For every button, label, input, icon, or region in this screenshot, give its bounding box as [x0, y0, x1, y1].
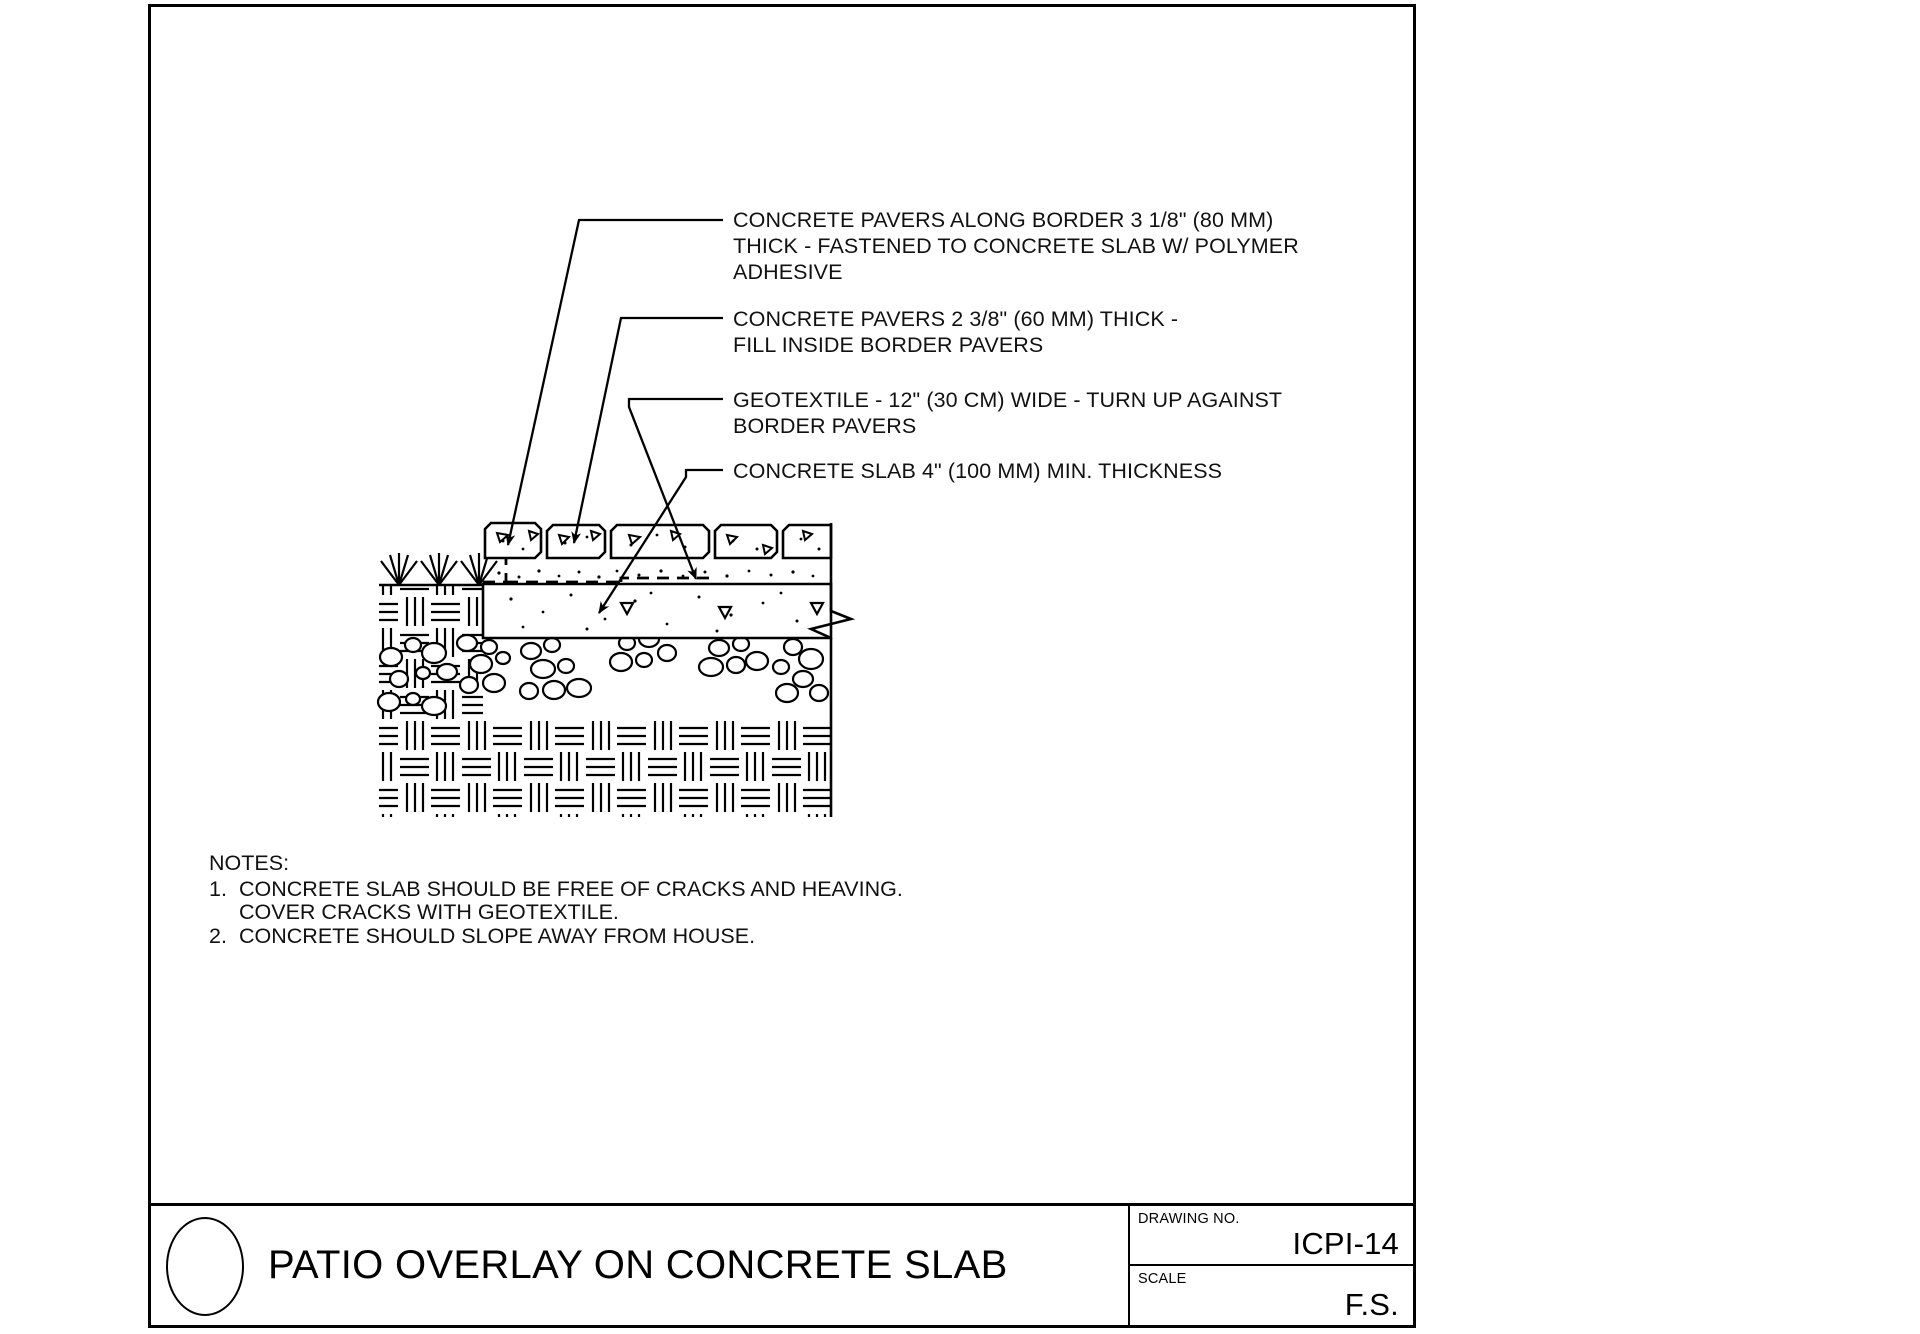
callout-field-pavers: CONCRETE PAVERS 2 3/8" (60 MM) THICK - F… — [733, 307, 1179, 357]
title-block: PATIO OVERLAY ON CONCRETE SLAB DRAWING N… — [151, 1203, 1413, 1325]
drawing-number-cell: DRAWING NO. ICPI-14 — [1130, 1206, 1413, 1266]
scale-label: SCALE — [1138, 1270, 1187, 1287]
field-paver — [713, 523, 779, 560]
leader-lines — [505, 218, 723, 614]
drawing-sheet: CONCRETE PAVERS ALONG BORDER 3 1/8" (80 … — [148, 4, 1416, 1328]
logo-ellipse-icon — [166, 1217, 244, 1316]
note-item: 2. CONCRETE SHOULD SLOPE AWAY FROM HOUSE… — [209, 923, 903, 949]
callout-border-pavers: CONCRETE PAVERS ALONG BORDER 3 1/8" (80 … — [733, 208, 1299, 284]
note-number: 1. — [209, 876, 227, 901]
grass-symbols — [379, 553, 499, 587]
drawing-number-value: ICPI-14 — [1292, 1225, 1399, 1261]
note-number: 2. — [209, 923, 227, 948]
leader-concrete-slab — [598, 468, 723, 614]
leader-border-pavers — [505, 218, 723, 546]
callout-concrete-slab: CONCRETE SLAB 4" (100 MM) MIN. THICKNESS — [733, 459, 1223, 483]
bedding-sand-speckle — [497, 569, 815, 579]
lower-subgrade-hatch — [379, 719, 831, 817]
paver-aggregate-marks — [495, 529, 814, 556]
title-block-left: PATIO OVERLAY ON CONCRETE SLAB — [151, 1206, 1128, 1325]
drawing-number-label: DRAWING NO. — [1138, 1211, 1240, 1227]
note-text: CONCRETE SLAB SHOULD BE FREE OF CRACKS A… — [239, 876, 903, 901]
scale-value: F.S. — [1344, 1287, 1399, 1322]
drawing-canvas: CONCRETE PAVERS ALONG BORDER 3 1/8" (80 … — [151, 7, 1413, 970]
leader-field-pavers — [571, 316, 723, 544]
title-block-right: DRAWING NO. ICPI-14 SCALE F.S. — [1128, 1206, 1413, 1325]
scale-cell: SCALE F.S. — [1130, 1266, 1413, 1326]
aggregate-base-layer — [376, 629, 830, 717]
drawing-title: PATIO OVERLAY ON CONCRETE SLAB — [268, 1243, 1008, 1287]
callout-geotextile: GEOTEXTILE - 12" (30 CM) WIDE - TURN UP … — [733, 388, 1283, 438]
note-text-continued: COVER CRACKS WITH GEOTEXTILE. — [239, 900, 619, 924]
notes-block: NOTES: 1. CONCRETE SLAB SHOULD BE FREE O… — [209, 851, 903, 949]
notes-heading: NOTES: — [209, 851, 290, 875]
note-item: 1. CONCRETE SLAB SHOULD BE FREE OF CRACK… — [209, 876, 903, 902]
leader-geotextile — [627, 397, 723, 580]
note-text: CONCRETE SHOULD SLOPE AWAY FROM HOUSE. — [239, 923, 756, 948]
cross-section-detail — [376, 521, 856, 817]
